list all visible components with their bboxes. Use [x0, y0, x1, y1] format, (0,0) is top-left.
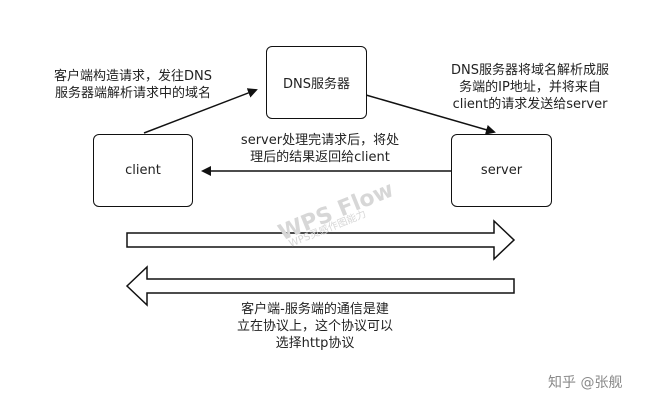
- server-response-line-2: 理后的结果返回给client: [250, 150, 390, 165]
- arrow-client-to-dns: [143, 88, 258, 134]
- arrow-dns-to-server: [365, 94, 496, 135]
- server-response-line-1: server处理完请求后，将处: [240, 133, 400, 148]
- dns-resolve-line-2: 务端的IP地址，并将来自: [459, 80, 601, 95]
- zhihu-watermark: 知乎 @张舰: [548, 372, 622, 392]
- dns-server-node: DNS服务器: [266, 46, 367, 119]
- dns-server-label: DNS服务器: [283, 77, 350, 92]
- client-node: client: [93, 134, 193, 207]
- left-block-arrow: [125, 265, 515, 307]
- server-label: server: [480, 163, 523, 178]
- protocol-line-2: 立在协议上，这个协议可以: [236, 319, 393, 334]
- client-request-note: 客户端构造请求，发往DNS 服务器端解析请求中的域名: [38, 68, 228, 102]
- server-node: server: [451, 134, 552, 207]
- zhihu-brand: 知乎 @张舰: [548, 375, 623, 391]
- protocol-line-1: 客户端-服务端的通信是建: [241, 302, 389, 317]
- protocol-line-3: 选择http协议: [275, 336, 355, 351]
- protocol-note: 客户端-服务端的通信是建 立在协议上，这个协议可以 选择http协议: [220, 301, 410, 352]
- right-block-arrow: [126, 219, 516, 261]
- client-label: client: [125, 163, 161, 178]
- dns-resolve-line-3: client的请求发送给server: [452, 97, 608, 112]
- client-request-line-2: 服务器端解析请求中的域名: [54, 86, 211, 101]
- dns-resolve-note: DNS服务器将域名解析成服 务端的IP地址，并将来自 client的请求发送给s…: [430, 62, 630, 113]
- client-request-line-1: 客户端构造请求，发往DNS: [54, 69, 212, 84]
- dns-resolve-line-1: DNS服务器将域名解析成服: [451, 63, 609, 78]
- server-response-note: server处理完请求后，将处 理后的结果返回给client: [225, 132, 415, 166]
